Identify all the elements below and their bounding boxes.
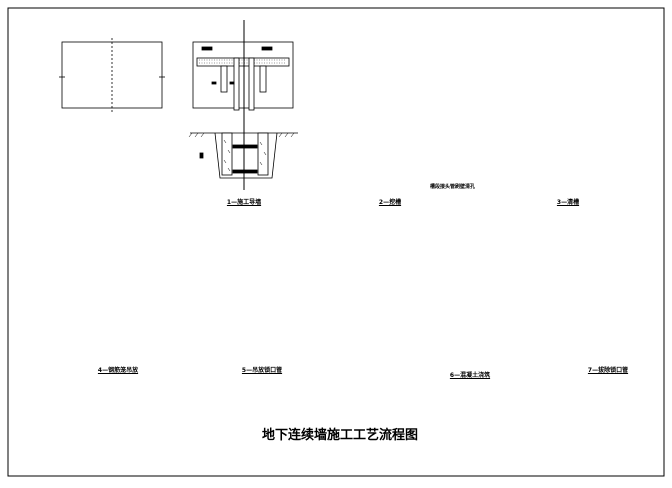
caption-step1: 1—施工导墙 bbox=[226, 199, 262, 206]
caption-step7: 7—拔除锁口管 bbox=[587, 367, 629, 374]
caption-step2: 2—挖槽 bbox=[378, 199, 402, 206]
caption-step3: 3—清槽 bbox=[556, 199, 580, 206]
drawing-border bbox=[7, 7, 665, 477]
caption-step4: 4—钢筋笼吊放 bbox=[97, 367, 139, 374]
caption-step6: 6—混凝土浇筑 bbox=[449, 372, 491, 379]
page-title: 地下连续墙施工工艺流程图 bbox=[262, 428, 419, 443]
guide-wall-diagram bbox=[188, 20, 298, 190]
caption-step2-sub: 槽段接头管刷壁清孔 bbox=[430, 184, 476, 190]
caption-step5: 5—吊放锁口管 bbox=[241, 367, 283, 374]
plan-view-panel bbox=[59, 38, 165, 112]
